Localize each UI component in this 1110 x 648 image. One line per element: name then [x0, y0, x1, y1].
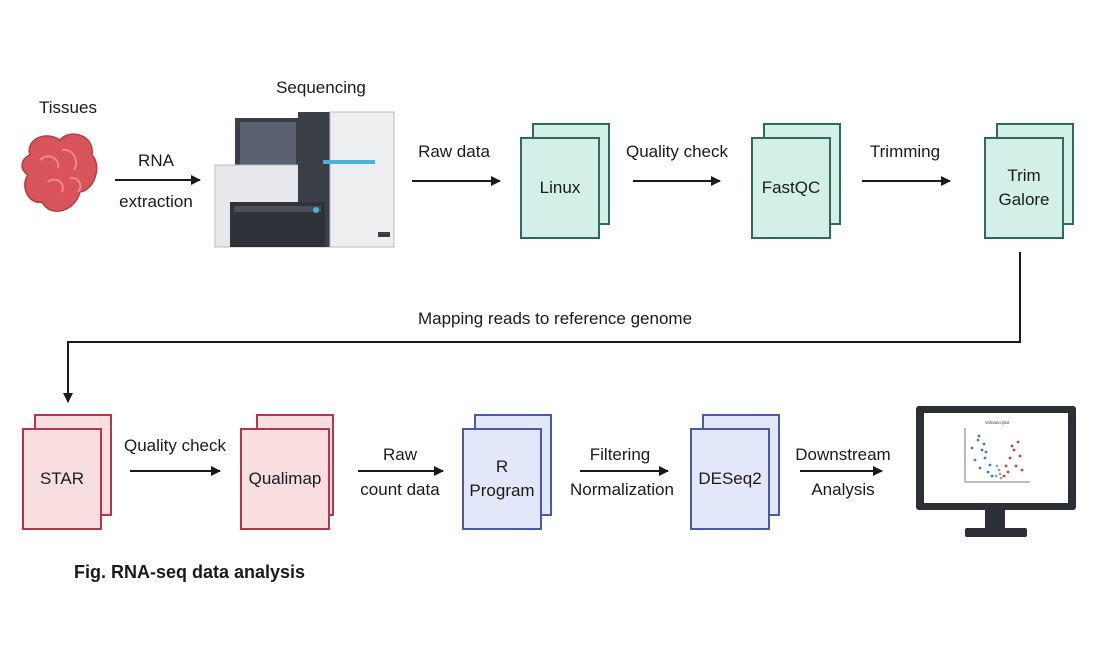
filtering-line2: Normalization: [570, 480, 674, 499]
tissue-icon: [21, 133, 98, 212]
star-label: STAR: [39, 469, 85, 488]
volcano-right-points: [1002, 440, 1024, 478]
r-program-line1: R: [495, 457, 509, 476]
fastqc-label: FastQC: [761, 178, 821, 197]
deseq2-label: DESeq2: [698, 469, 762, 488]
mapping-label: Mapping reads to reference genome: [417, 309, 693, 328]
r-program-label: R Program: [463, 429, 541, 529]
rna-label-line2: extraction: [119, 192, 193, 211]
quality-check-top-label: Quality check: [625, 142, 729, 161]
sequencer-icon: [214, 111, 395, 248]
arrow-mapping: [63, 252, 1021, 403]
rna-label-line1: RNA: [138, 151, 174, 170]
trim-galore-label: Trim Galore: [985, 138, 1063, 238]
downstream-line1: Downstream: [795, 445, 891, 464]
fastqc-box: [751, 123, 841, 239]
raw-count-line2: count data: [360, 480, 440, 499]
quality-check-bottom-label: Quality check: [123, 436, 227, 455]
monitor-icon: Volcano plot: [916, 406, 1076, 537]
raw-data-label: Raw data: [418, 142, 490, 161]
qualimap-box: [240, 414, 334, 530]
figure-caption: Fig. RNA-seq data analysis: [74, 562, 306, 582]
tissues-label: Tissues: [39, 98, 97, 117]
r-program-line2: Program: [469, 481, 535, 500]
trim-galore-line2: Galore: [998, 190, 1050, 209]
linux-label: Linux: [539, 178, 581, 197]
trim-galore-line1: Trim: [1007, 166, 1041, 185]
qualimap-label: Qualimap: [248, 469, 322, 488]
trimming-label: Trimming: [869, 142, 941, 161]
deseq2-box: [690, 414, 780, 530]
linux-box: [520, 123, 610, 239]
filtering-line1: Filtering: [589, 445, 651, 464]
r-program-box: [462, 414, 552, 530]
monitor-plot-title: Volcano plot: [985, 420, 1010, 425]
volcano-left-points: [970, 434, 994, 478]
trim-galore-box: [984, 123, 1074, 239]
star-box: [22, 414, 112, 530]
volcano-center-points: [994, 464, 1003, 480]
raw-count-line1: Raw: [382, 445, 417, 464]
downstream-line2: Analysis: [811, 480, 875, 499]
sequencing-label: Sequencing: [276, 78, 366, 97]
